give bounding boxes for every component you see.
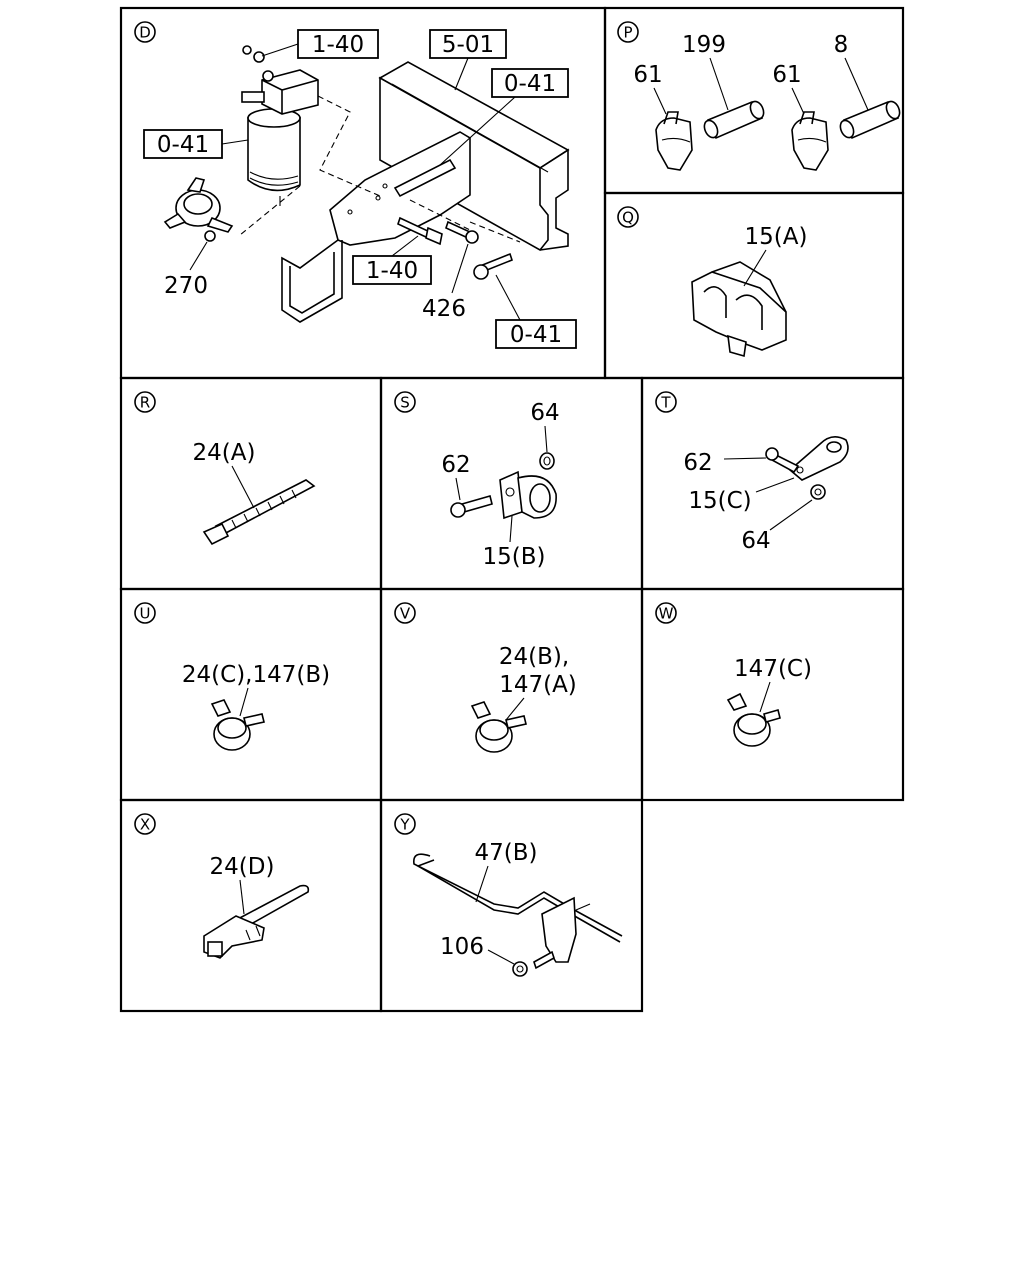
bolt-1-40-drawing (397, 216, 443, 246)
panel-w: W 147(C) (640, 587, 905, 802)
panel-w-frame (640, 587, 905, 802)
part-label-199: 199 (682, 32, 726, 58)
panel-y-badge (394, 813, 416, 835)
panel-t-id: T (660, 394, 671, 412)
part-label-147a: 147(A) (499, 672, 577, 698)
panel-r-frame (119, 376, 383, 591)
part-label-64: 64 (530, 400, 559, 426)
panel-v: V 24(B), 147(A) (379, 587, 644, 802)
panel-x-badge (134, 813, 156, 835)
hose-clamp-w-drawing (726, 692, 781, 747)
part-label-147c: 147(C) (734, 656, 812, 682)
panel-y: Y 47(B) 106 (379, 798, 644, 1013)
nut-64-t-drawing (810, 484, 826, 500)
part-label-62-t: 62 (683, 450, 712, 476)
part-label-270: 270 (164, 273, 208, 299)
panel-u-id: U (140, 605, 151, 623)
hose-clamp-u-drawing (210, 699, 265, 751)
ref-box-0-41-right (491, 68, 569, 98)
panel-x-frame (119, 798, 383, 1013)
part-label-61-right: 61 (772, 62, 801, 88)
sleeve-199-drawing (703, 100, 765, 140)
part-label-24c-147b: 24(C),147(B) (182, 662, 330, 688)
nut-64-drawing (539, 452, 555, 470)
ref-label-1-40-mid: 1-40 (366, 258, 418, 284)
fuel-filter-drawing (241, 45, 319, 206)
ref-box-0-41-left (143, 129, 223, 159)
part-label-106: 106 (440, 934, 484, 960)
part-label-62: 62 (441, 452, 470, 478)
clip-61-left-drawing (655, 111, 693, 171)
ref-box-1-40-top (297, 29, 379, 59)
panel-r-id: R (140, 394, 150, 412)
panel-t: T 62 15(C) 64 (640, 376, 905, 591)
cable-tie-24d-drawing (203, 884, 310, 959)
assembly-lines (239, 95, 521, 243)
panel-q-id: Q (622, 209, 634, 227)
ref-label-0-41-left: 0-41 (157, 132, 209, 158)
panel-p-id: P (623, 24, 632, 42)
pipe-47b-drawing (413, 853, 623, 963)
clamp-15b-drawing (499, 470, 557, 520)
ref-label-0-41-bottom: 0-41 (510, 322, 562, 348)
part-label-15c: 15(C) (688, 488, 751, 514)
panel-v-badge (394, 602, 416, 624)
part-label-24a: 24(A) (193, 440, 256, 466)
ref-label-5-01: 5-01 (442, 32, 494, 58)
cable-tie-24a-drawing (202, 479, 316, 546)
ref-label-1-40-top: 1-40 (312, 32, 364, 58)
hose-clamp-v-drawing (470, 701, 527, 753)
panel-u-badge (134, 602, 156, 624)
part-label-24b: 24(B), (499, 644, 569, 670)
panel-d-badge (134, 21, 156, 43)
panel-w-badge (655, 602, 677, 624)
part-label-15b: 15(B) (483, 544, 546, 570)
panel-u: U 24(C),147(B) (119, 587, 383, 802)
priming-pump-drawing (163, 177, 234, 242)
part-label-61-left: 61 (633, 62, 662, 88)
panel-y-id: Y (399, 816, 410, 834)
panel-t-frame (640, 376, 905, 591)
panel-y-frame (379, 798, 644, 1013)
part-label-15a: 15(A) (745, 224, 808, 250)
panel-r: R 24(A) (119, 376, 383, 591)
panel-s-id: S (400, 394, 410, 412)
bracket-drawing (281, 131, 471, 323)
ref-box-0-41-bottom (495, 319, 577, 349)
ref-label-0-41-right: 0-41 (504, 71, 556, 97)
nut-106-drawing (512, 950, 555, 977)
panel-p-badge (617, 21, 639, 43)
panel-p: P 199 8 61 61 (603, 6, 905, 195)
bolt-0-41-drawing (473, 252, 513, 280)
panel-q: Q 15(A) (603, 191, 905, 380)
panel-s: S 64 62 15(B) (379, 376, 644, 591)
part-label-24d: 24(D) (210, 854, 275, 880)
panel-x-id: X (140, 816, 150, 834)
clamp-15a-drawing (691, 261, 787, 358)
clip-61-right-drawing (791, 111, 829, 171)
panel-x: X 24(D) (119, 798, 383, 1013)
clip-15c-drawing (788, 436, 849, 481)
sleeve-8-drawing (839, 100, 901, 140)
ref-box-1-40-mid (352, 255, 432, 285)
panel-p-frame (603, 6, 905, 195)
panel-d: D (119, 6, 607, 380)
bolt-426-drawing (445, 220, 479, 244)
bolt-62-t-drawing (765, 447, 800, 474)
panel-s-badge (394, 391, 416, 413)
panel-q-badge (617, 206, 639, 228)
panel-v-id: V (400, 605, 411, 623)
part-label-426: 426 (422, 296, 466, 322)
panel-d-id: D (139, 24, 151, 42)
panel-t-badge (655, 391, 677, 413)
panel-w-id: W (659, 605, 674, 623)
part-label-8: 8 (834, 32, 849, 58)
panel-u-frame (119, 587, 383, 802)
part-label-64-t: 64 (741, 528, 770, 554)
bolt-62-drawing (450, 495, 493, 518)
part-label-47b: 47(B) (475, 840, 538, 866)
panel-r-badge (134, 391, 156, 413)
